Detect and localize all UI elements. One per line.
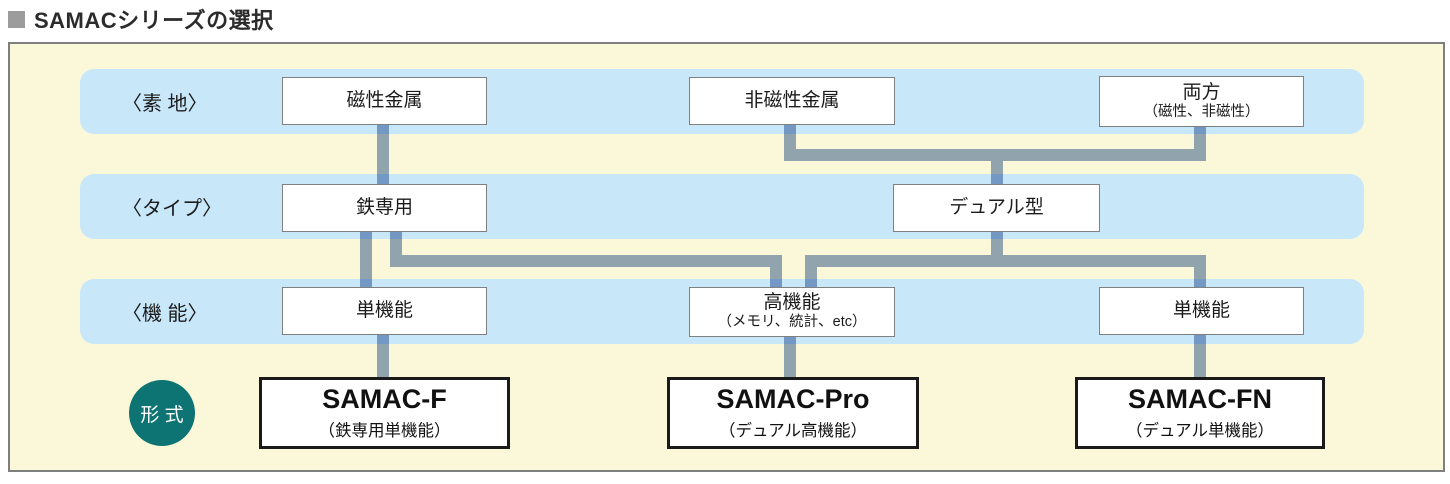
page-title: SAMACシリーズの選択 — [34, 8, 274, 33]
box-magnetic-metal-label: 磁性金属 — [346, 90, 423, 112]
result-samac-f-sublabel: （鉄専用単機能） — [318, 421, 451, 440]
connector-single-to-samacf — [377, 333, 389, 379]
band-type — [80, 174, 1364, 239]
box-high-function-sublabel: （メモリ、統計、etc） — [717, 314, 867, 331]
model-type-badge-label: 形 式 — [140, 404, 184, 426]
result-samac-pro-sublabel: （デュアル高機能） — [718, 421, 867, 440]
row-label-function: 〈機 能〉 — [122, 303, 208, 325]
connector-profunction-to-samacpro — [784, 335, 796, 379]
box-single-function-right-label: 単機能 — [1172, 300, 1230, 322]
box-both-metals: 両方 （磁性、非磁性） — [1099, 76, 1304, 127]
connector-single-to-samacfn — [1194, 333, 1206, 379]
box-high-function-label: 高機能 — [763, 292, 821, 314]
result-samac-f-name: SAMAC-F — [322, 384, 447, 415]
page-header: SAMACシリーズの選択 — [8, 3, 274, 35]
connector-bus-substrate-to-dual — [784, 149, 1206, 161]
result-samac-fn-name: SAMAC-FN — [1128, 384, 1272, 415]
connector-drop-to-single-right — [1194, 267, 1206, 289]
box-dual-type-label: デュアル型 — [949, 197, 1044, 219]
connector-drop-to-profunction-right — [805, 267, 817, 289]
box-single-function-left: 単機能 — [282, 287, 487, 335]
box-both-metals-label: 両方 — [1182, 81, 1221, 103]
connector-riser-to-dual — [991, 161, 1003, 186]
box-nonmagnetic-metal-label: 非磁性金属 — [744, 90, 840, 112]
connector-drop-to-profunction-left — [770, 267, 782, 289]
row-label-type: 〈タイプ〉 — [122, 198, 222, 220]
connector-dual-branch-down — [991, 230, 1003, 255]
result-samac-pro: SAMAC-Pro （デュアル高機能） — [667, 377, 919, 449]
box-magnetic-metal: 磁性金属 — [282, 77, 487, 125]
diagram-panel: 〈素 地〉 〈タイプ〉 〈機 能〉 磁性金属 非磁性金属 両方 （磁性、非磁性） — [8, 42, 1445, 472]
box-single-function-left-label: 単機能 — [355, 300, 413, 322]
title-square-bullet-icon — [8, 10, 25, 28]
connector-both-drop — [1194, 124, 1206, 149]
row-label-substrate: 〈素 地〉 — [122, 93, 208, 115]
result-samac-fn: SAMAC-FN （デュアル単機能） — [1075, 377, 1325, 449]
model-type-badge: 形 式 — [129, 380, 195, 446]
connector-irononly-branch-down — [390, 230, 402, 255]
connector-bus-dual — [805, 255, 1206, 267]
box-iron-only-label: 鉄専用 — [355, 197, 413, 219]
connector-irononly-to-single-left — [360, 230, 372, 289]
box-dual-type: デュアル型 — [893, 184, 1100, 232]
box-iron-only: 鉄専用 — [282, 184, 487, 232]
connector-magnetic-to-irononly — [377, 122, 389, 186]
box-nonmagnetic-metal: 非磁性金属 — [689, 77, 895, 125]
box-both-metals-sublabel: （磁性、非磁性） — [1143, 103, 1260, 120]
result-samac-fn-sublabel: （デュアル単機能） — [1125, 421, 1274, 440]
connector-nonmagnetic-drop — [784, 122, 796, 149]
box-high-function: 高機能 （メモリ、統計、etc） — [689, 287, 895, 337]
connector-bus-irononly-to-pro — [390, 255, 782, 267]
result-samac-pro-name: SAMAC-Pro — [716, 384, 870, 415]
result-samac-f: SAMAC-F （鉄専用単機能） — [259, 377, 510, 449]
box-single-function-right: 単機能 — [1099, 287, 1304, 335]
